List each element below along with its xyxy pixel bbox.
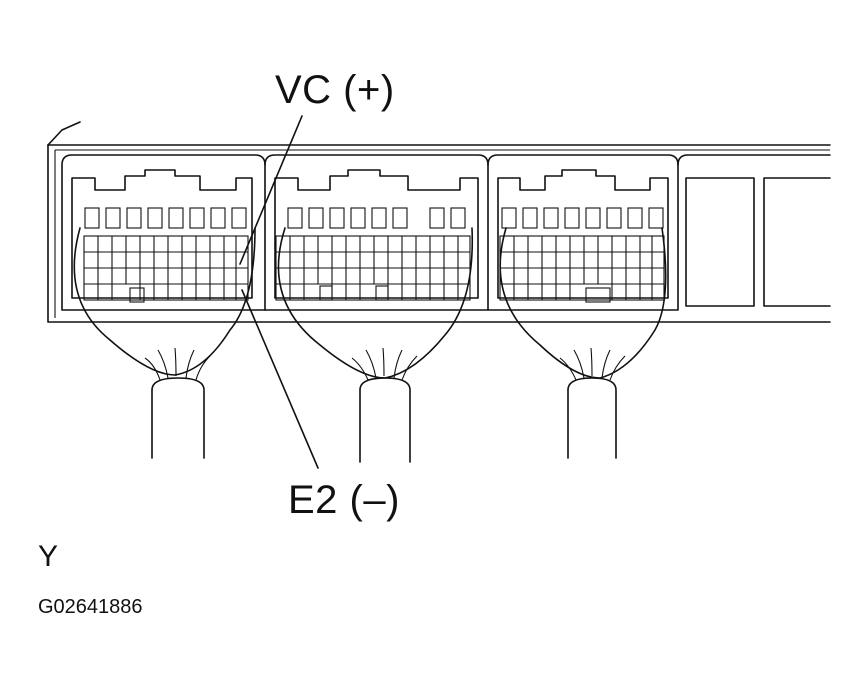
ecu-housing: [47, 121, 831, 323]
ecu-side-modules: [677, 154, 831, 307]
connector-1-pin-grid: [83, 235, 249, 303]
connector-2-wire-loop: [277, 227, 474, 379]
wire-harness-1: [144, 347, 211, 459]
connector-1-wire-loop: [73, 227, 256, 376]
wire-harness-3: [559, 347, 626, 459]
connector-3-wire-loop: [499, 227, 667, 379]
connector-2-pin-grid: [275, 235, 471, 301]
wire-harness-2: [351, 347, 418, 463]
connector-3-pin-grid: [499, 235, 665, 303]
e2-terminal-label: E2 (–): [288, 478, 400, 522]
connector-2: [264, 154, 489, 379]
vc-leader-line: [239, 115, 303, 265]
connector-1-top-pins: [84, 207, 247, 229]
connector-1: [61, 154, 266, 376]
vc-terminal-label: VC (+): [275, 68, 395, 112]
view-label: Y: [38, 540, 59, 573]
figure-id: G02641886: [38, 596, 143, 618]
connector-2-top-pins: [287, 207, 466, 229]
connector-3: [487, 154, 679, 379]
connector-3-top-pins: [501, 207, 664, 229]
e2-leader-line: [241, 289, 319, 469]
